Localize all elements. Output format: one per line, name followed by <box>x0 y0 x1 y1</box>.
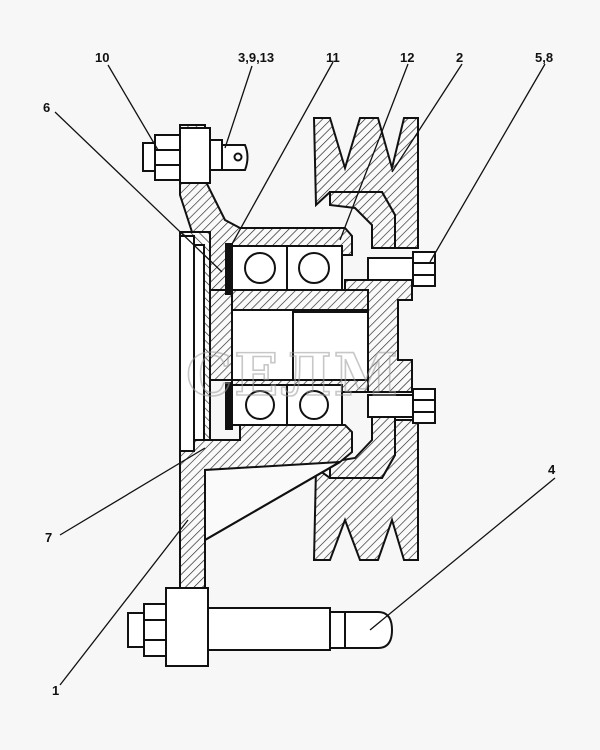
central-shaft <box>209 289 369 393</box>
callout-10: 10 <box>95 50 109 65</box>
bearing-upper <box>225 243 343 295</box>
bolt-lower <box>367 388 436 424</box>
pulley-upper <box>312 117 419 249</box>
callout-6: 6 <box>43 100 50 115</box>
top-bolt <box>142 127 249 184</box>
callout-5-8: 5,8 <box>535 50 553 65</box>
callout-2: 2 <box>456 50 463 65</box>
watermark-text: СЕЛМ <box>186 341 400 409</box>
tensioner-stud <box>127 587 394 667</box>
leader-lines <box>54 61 556 686</box>
bearing-lower <box>225 382 343 430</box>
callout-1: 1 <box>52 683 59 698</box>
bolt-upper <box>367 251 436 287</box>
callout-12: 12 <box>400 50 414 65</box>
seal-disc <box>179 235 205 452</box>
callout-7: 7 <box>45 530 52 545</box>
pulley-lower <box>312 409 419 561</box>
callout-4: 4 <box>548 462 556 477</box>
callout-3-9-13: 3,9,13 <box>238 50 274 65</box>
callout-11: 11 <box>326 50 340 65</box>
